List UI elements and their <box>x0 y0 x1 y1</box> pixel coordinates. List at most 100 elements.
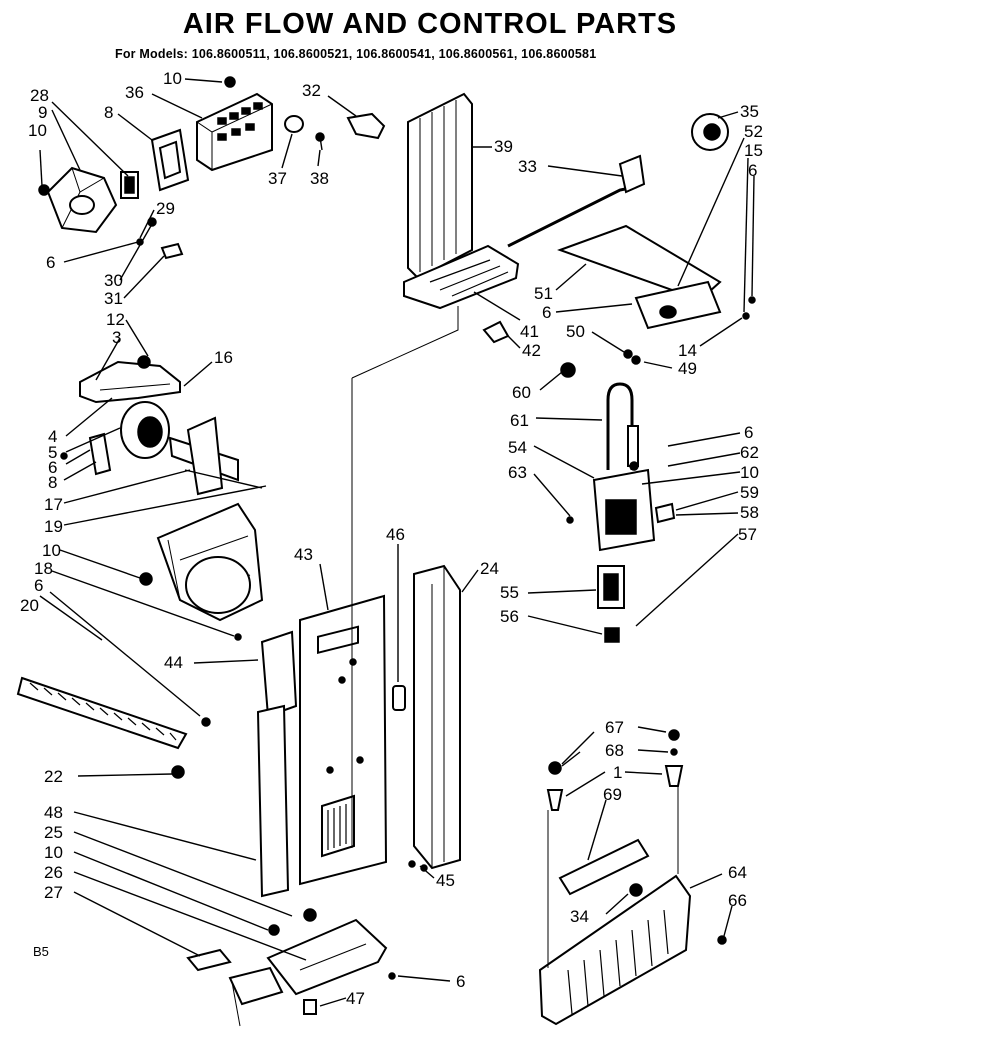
part-thermostat-knob <box>691 113 729 151</box>
callout-37: 37 <box>268 169 287 188</box>
callout-67: 67 <box>605 718 624 737</box>
callout-26: 26 <box>44 863 63 882</box>
part-damper-assembly <box>46 166 139 234</box>
callout-28: 28 <box>30 86 49 105</box>
callout-10: 10 <box>28 121 47 140</box>
callout-31: 31 <box>104 289 123 308</box>
callout-6: 6 <box>744 423 753 442</box>
part-module <box>597 565 625 609</box>
part-nut-60 <box>560 362 576 378</box>
part-screw-45 <box>408 860 428 872</box>
callout-39: 39 <box>494 137 513 156</box>
callout-30: 30 <box>104 271 123 290</box>
callout-52: 52 <box>744 122 763 141</box>
callout-63: 63 <box>508 463 527 482</box>
callout-47: 47 <box>346 989 365 1008</box>
part-control-mount <box>557 224 722 330</box>
callout-6: 6 <box>748 161 757 180</box>
callout-6: 6 <box>542 303 551 322</box>
callout-68: 68 <box>605 741 624 760</box>
part-drain-tray <box>403 244 520 310</box>
callout-4: 4 <box>48 427 57 446</box>
callout-43: 43 <box>294 545 313 564</box>
callout-51: 51 <box>534 284 553 303</box>
part-spacer <box>392 685 406 711</box>
callout-59: 59 <box>740 483 759 502</box>
callout-34: 34 <box>570 907 589 926</box>
callout-16: 16 <box>214 348 233 367</box>
callout-5: 5 <box>48 443 57 462</box>
callout-1: 1 <box>613 763 622 782</box>
callout-46: 46 <box>386 525 405 544</box>
callout-24: 24 <box>480 559 499 578</box>
part-cover-64 <box>538 874 692 1026</box>
callout-9: 9 <box>38 103 47 122</box>
part-evaporator-cover <box>407 92 473 280</box>
callout-56: 56 <box>500 607 519 626</box>
part-fan-shroud <box>156 502 264 622</box>
part-control-housing <box>196 92 273 172</box>
callout-35: 35 <box>740 102 759 121</box>
callout-66: 66 <box>728 891 747 910</box>
callout-labels: 10 36 32 28 9 10 8 37 38 29 6 30 31 12 3… <box>20 69 763 1008</box>
part-clip <box>346 112 386 140</box>
leader-lines <box>39 78 755 1007</box>
part-motor-clip <box>88 432 112 476</box>
callout-45: 45 <box>436 871 455 890</box>
callout-8: 8 <box>104 103 113 122</box>
callout-12: 12 <box>106 310 125 329</box>
callout-57: 57 <box>738 525 757 544</box>
part-knob <box>284 115 304 133</box>
part-nut <box>224 76 236 88</box>
part-capillary-tube <box>507 154 646 248</box>
callout-64: 64 <box>728 863 747 882</box>
callout-6: 6 <box>456 972 465 991</box>
callout-55: 55 <box>500 583 519 602</box>
callout-17: 17 <box>44 495 63 514</box>
part-control-box <box>566 461 676 552</box>
part-fastener-42 <box>482 320 510 344</box>
callout-8: 8 <box>48 473 57 492</box>
callout-29: 29 <box>156 199 175 218</box>
callout-14: 14 <box>678 341 697 360</box>
part-fan-motor <box>120 401 263 496</box>
callout-22: 22 <box>44 767 63 786</box>
part-bracket <box>260 630 298 718</box>
model-list: For Models: 106.8600511, 106.8600521, 10… <box>115 47 597 61</box>
part-screw <box>315 132 325 151</box>
callout-15: 15 <box>744 141 763 160</box>
part-frame <box>150 128 190 192</box>
callout-62: 62 <box>740 443 759 462</box>
callout-3: 3 <box>112 328 121 347</box>
callout-10: 10 <box>163 69 182 88</box>
callout-10: 10 <box>42 541 61 560</box>
callout-10: 10 <box>44 843 63 862</box>
callout-50: 50 <box>566 322 585 341</box>
callout-58: 58 <box>740 503 759 522</box>
callout-18: 18 <box>34 559 53 578</box>
part-connector <box>604 627 620 643</box>
part-channel <box>413 564 461 870</box>
callout-44: 44 <box>164 653 183 672</box>
part-rod <box>558 838 650 896</box>
callout-42: 42 <box>522 341 541 360</box>
callout-10: 10 <box>740 463 759 482</box>
part-grille <box>16 676 188 750</box>
callout-60: 60 <box>512 383 531 402</box>
part-liner <box>256 704 290 898</box>
part-heater-loop <box>606 382 639 470</box>
callout-25: 25 <box>44 823 63 842</box>
callout-38: 38 <box>310 169 329 188</box>
part-grommets <box>546 729 684 811</box>
page-title: AIR FLOW AND CONTROL PARTS <box>182 8 678 40</box>
callout-48: 48 <box>44 803 63 822</box>
part-motor-bracket <box>79 355 181 404</box>
callout-33: 33 <box>518 157 537 176</box>
part-base-plate <box>186 908 396 1015</box>
callout-6: 6 <box>34 576 43 595</box>
callout-69: 69 <box>603 785 622 804</box>
page-code: B5 <box>33 944 49 959</box>
part-control-panel <box>299 594 388 886</box>
callout-27: 27 <box>44 883 63 902</box>
callout-54: 54 <box>508 438 527 457</box>
